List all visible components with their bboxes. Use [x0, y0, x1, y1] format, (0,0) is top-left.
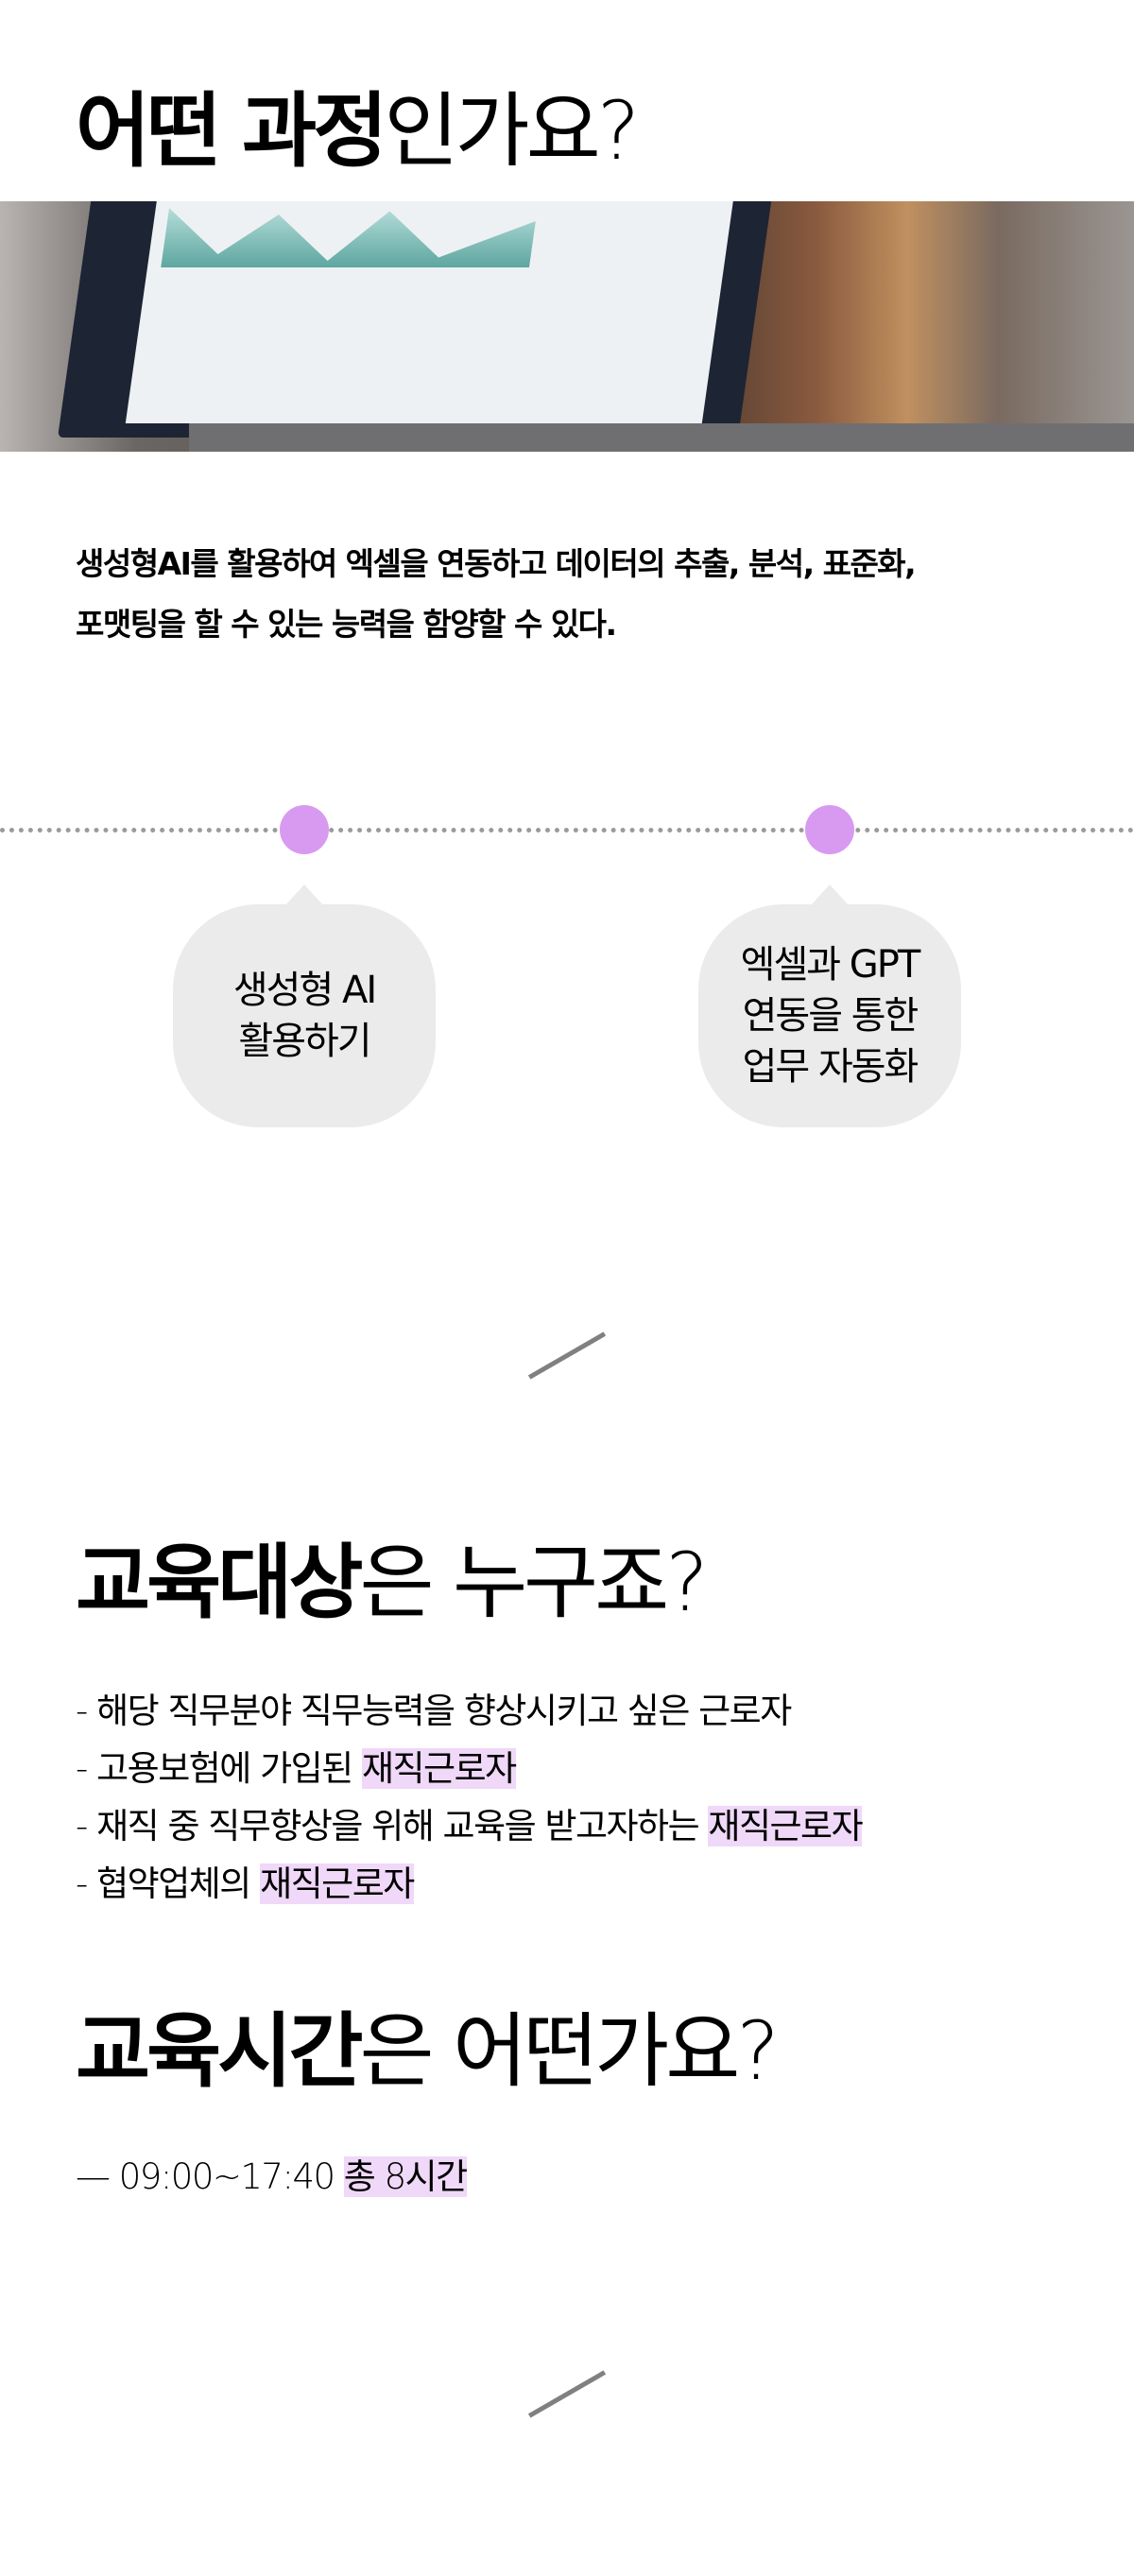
section-divider-slash [527, 2370, 607, 2418]
course-title-light: 인가요? [384, 84, 640, 179]
target-list: - 해당 직무분야 직무능력을 향상시키고 싶은 근로자 - 고용보험에 가입된… [76, 1682, 864, 1913]
description-line: 생성형AI를 활용하여 엑셀을 연동하고 데이터의 추출, 분석, 표준화, [76, 545, 917, 582]
timeline-bubble-excel-gpt: 엑셀과 GPT 연동을 통한 업무 자동화 [698, 904, 961, 1127]
timeline-dot [805, 805, 854, 854]
time-range: — 09:00~17:40 [76, 2156, 344, 2197]
bubble-text: 생성형 AI [232, 969, 377, 1012]
course-description: 생성형AI를 활용하여 엑셀을 연동하고 데이터의 추출, 분석, 표준화, 포… [76, 534, 917, 655]
bubble-tail [811, 884, 849, 905]
target-title-light: 은 누구죠? [359, 1536, 708, 1630]
bubble-text: 업무 자동화 [742, 1045, 919, 1089]
target-item: - 재직 중 직무향상을 위해 교육을 받고자하는 재직근로자 [76, 1797, 864, 1855]
target-item-highlight: 재직근로자 [260, 1863, 415, 1904]
laptop-keyboard [189, 423, 1134, 452]
target-item-highlight: 재직근로자 [708, 1806, 864, 1846]
target-item-text: - 고용보험에 가입된 [76, 1748, 362, 1789]
dashboard-panel [125, 201, 735, 423]
target-item-text: - 협약업체의 [76, 1863, 261, 1904]
target-title: 교육대상은 누구죠? [76, 1542, 709, 1623]
bubble-tail [285, 884, 323, 905]
bubble-text: 엑셀과 GPT [740, 943, 921, 987]
timeline-bubble-genai: 생성형 AI 활용하기 [173, 904, 436, 1127]
target-item-text: - 해당 직무분야 직무능력을 향상시키고 싶은 근로자 [76, 1691, 792, 1731]
timeline-dotted-line [0, 828, 1134, 833]
time-title: 교육시간은 어떤가요? [76, 2011, 780, 2092]
time-title-bold: 교육시간 [76, 2004, 363, 2099]
timeline-dot [280, 805, 329, 854]
bubble-text: 활용하기 [238, 1020, 371, 1063]
target-title-bold: 교육대상 [76, 1536, 363, 1630]
time-total-highlight: 총 8시간 [343, 2156, 468, 2197]
section-divider-slash [527, 1331, 607, 1380]
course-title: 어떤 과정인가요? [76, 91, 640, 172]
time-title-light: 은 어떤가요? [359, 2004, 780, 2099]
target-item: - 해당 직무분야 직무능력을 향상시키고 싶은 근로자 [76, 1682, 862, 1740]
target-item-text: - 재직 중 직무향상을 위해 교육을 받고자하는 [76, 1806, 709, 1846]
target-item: - 협약업체의 재직근로자 [76, 1855, 862, 1913]
target-item: - 고용보험에 가입된 재직근로자 [76, 1740, 862, 1797]
bubble-text: 연동을 통한 [742, 994, 919, 1038]
target-item-highlight: 재직근로자 [361, 1748, 517, 1789]
time-info: — 09:00~17:40 총 8시간 [76, 2151, 468, 2204]
dashboard-laptop-photo [0, 201, 1134, 452]
course-title-bold: 어떤 과정 [76, 84, 387, 179]
description-line: 포맷팅을 할 수 있는 능력을 함양할 수 있다. [76, 606, 617, 643]
